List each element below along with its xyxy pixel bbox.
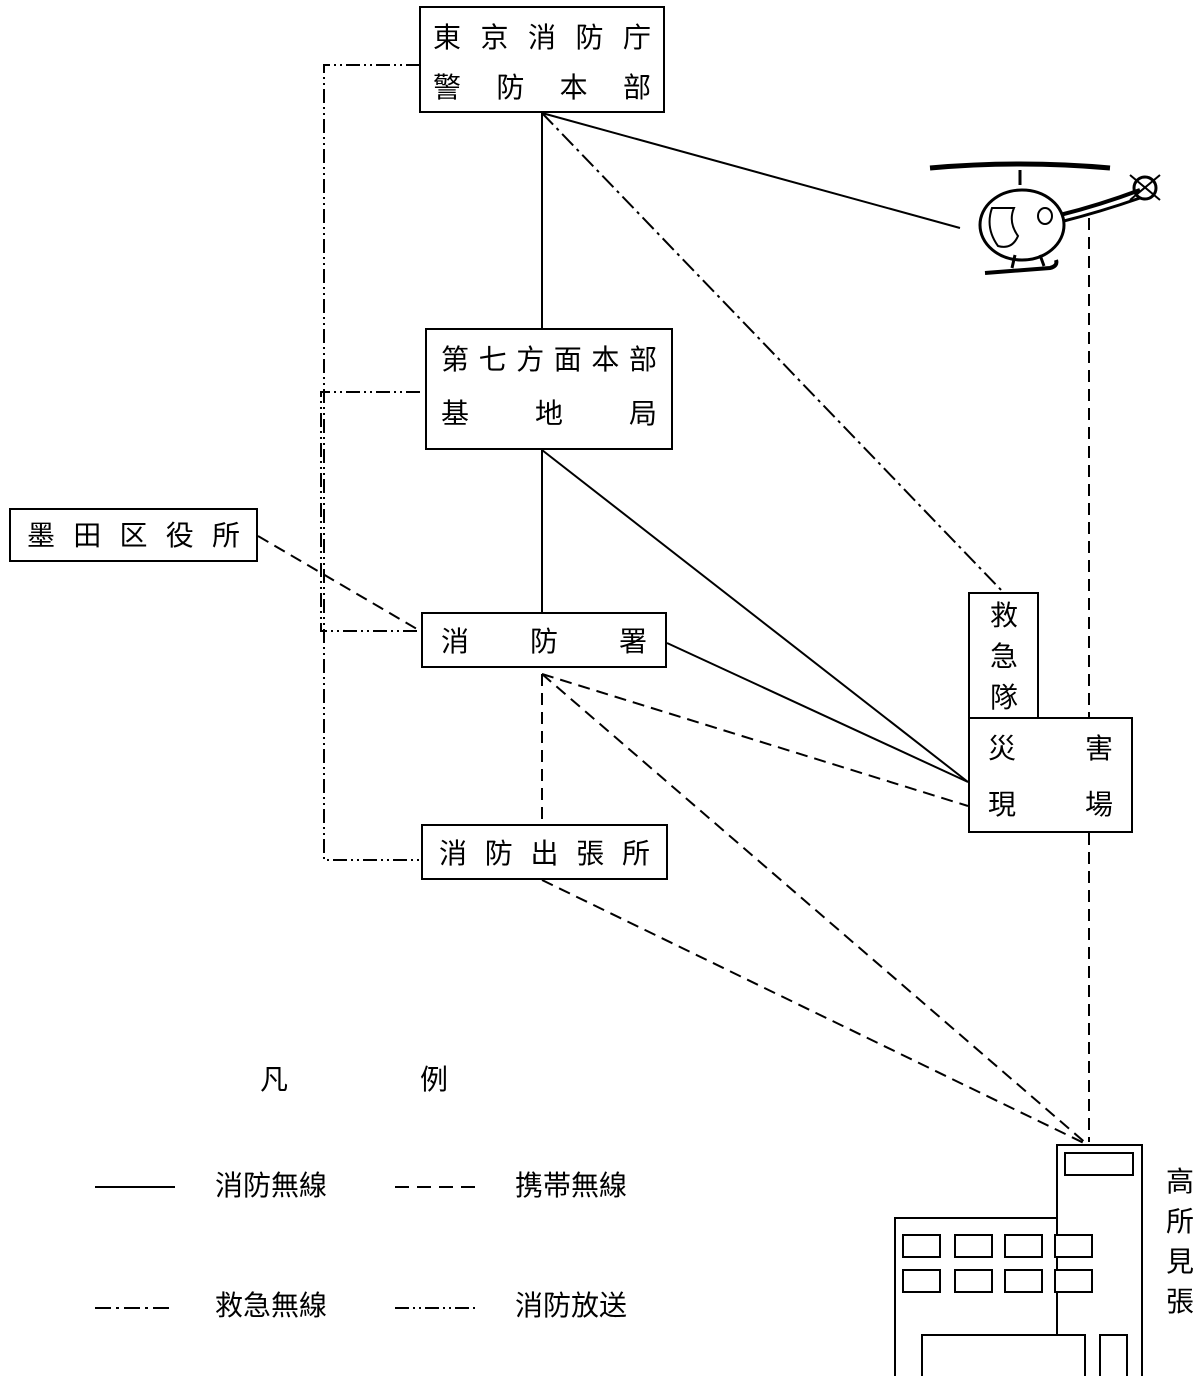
node-dept7-line2: 基地局 [441, 400, 657, 428]
node-ambulance-char-3: 隊 [990, 681, 1019, 714]
char: 消 [527, 21, 556, 54]
char: 防 [484, 837, 513, 870]
char: 庁 [622, 21, 651, 54]
char: 所 [621, 837, 650, 870]
char: 役 [165, 519, 194, 552]
node-disaster-site: 災害 現場 [968, 717, 1133, 833]
char: 本 [591, 343, 620, 376]
char: 部 [628, 343, 657, 376]
char: 局 [628, 397, 657, 430]
char: 害 [1084, 732, 1113, 765]
legend-title-char-1: 凡 [260, 1063, 289, 1096]
char: 方 [516, 343, 545, 376]
char: 基 [441, 397, 470, 430]
char: 田 [73, 519, 102, 552]
node-lookout-char-2: 所 [1166, 1205, 1195, 1238]
link-hq-helicopter [541, 112, 961, 229]
char: 本 [559, 71, 588, 104]
link-dept7-site [541, 449, 969, 783]
node-ambulance-char-2: 急 [990, 640, 1019, 673]
building-icon [894, 1144, 1143, 1376]
node-lookout-char-1: 高 [1166, 1165, 1195, 1198]
char: 防 [496, 71, 525, 104]
link-sumida-station [257, 535, 423, 633]
char: 東 [433, 21, 462, 54]
node-ambulance-char-1: 救 [990, 599, 1019, 632]
legend-label-ambulance-radio: 救急無線 [215, 1289, 328, 1322]
link-station-site-portable [541, 673, 969, 807]
node-sumida-ward-office: 墨田区役所 [9, 508, 258, 562]
node-fire-station: 消防署 [421, 612, 667, 668]
char: 警 [433, 71, 462, 104]
char: 所 [211, 519, 240, 552]
char: 出 [530, 837, 559, 870]
legend-label-fire-radio: 消防無線 [215, 1169, 328, 1202]
char: 区 [119, 519, 148, 552]
char: 場 [1084, 788, 1113, 821]
node-dept7-line1: 第七方面本部 [441, 346, 657, 374]
node-fire-station-label: 消防署 [441, 628, 647, 656]
link-branch-lookout [541, 879, 1089, 1146]
node-tokyo-fire-dept-hq: 東京消防庁 警防本部 [419, 6, 665, 113]
char: 七 [478, 343, 507, 376]
node-tokyo-hq-line1: 東京消防庁 [433, 24, 651, 52]
legend-label-fire-broadcast: 消防放送 [515, 1289, 628, 1322]
char: 災 [988, 732, 1017, 765]
link-station-site [666, 642, 969, 783]
node-lookout-char-3: 見 [1166, 1245, 1195, 1278]
broadcast-dept7-station [320, 391, 420, 632]
char: 面 [553, 343, 582, 376]
char: 防 [575, 21, 604, 54]
node-tokyo-hq-line2: 警防本部 [433, 74, 651, 102]
char: 署 [618, 625, 647, 658]
char: 現 [988, 788, 1017, 821]
char: 墨 [27, 519, 56, 552]
legend-label-portable-radio: 携帯無線 [515, 1169, 628, 1202]
char: 京 [480, 21, 509, 54]
link-hq-ambulance [541, 112, 1004, 593]
legend-title-char-2: 例 [420, 1063, 449, 1096]
char: 部 [622, 71, 651, 104]
node-site-line1: 災害 [988, 735, 1113, 763]
helicopter-icon [929, 161, 1161, 275]
node-fire-branch-office: 消防出張所 [421, 824, 668, 880]
char: 張 [576, 837, 605, 870]
char: 地 [534, 397, 563, 430]
char: 消 [441, 625, 470, 658]
char: 消 [439, 837, 468, 870]
char: 防 [529, 625, 558, 658]
node-dept7-base-station: 第七方面本部 基 地 局 [425, 328, 673, 450]
broadcast-hq-branch [323, 64, 420, 861]
char: 第 [441, 343, 470, 376]
node-site-line2: 現場 [988, 791, 1113, 819]
node-branch-label: 消防出張所 [439, 840, 650, 868]
node-lookout-char-4: 張 [1166, 1285, 1195, 1318]
link-station-lookout [541, 673, 1089, 1146]
node-sumida-label: 墨田区役所 [27, 522, 240, 550]
node-ambulance-team: 救 急 隊 [968, 592, 1039, 719]
